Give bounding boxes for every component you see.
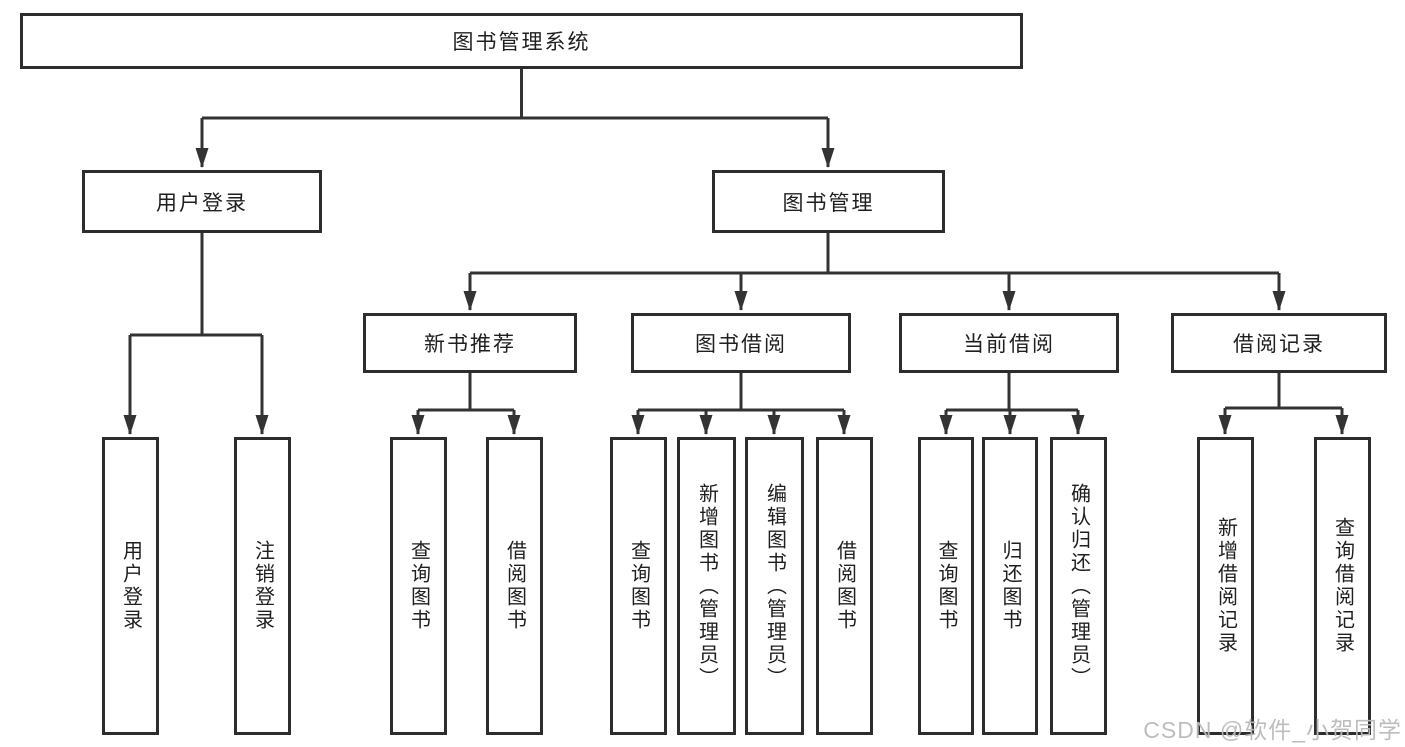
node-user-login: 用户登录 <box>82 170 322 233</box>
connector-borrow-record-children <box>1218 373 1349 435</box>
leaf-bb-add-book: 新增图书（管理员） <box>677 437 736 735</box>
leaf-cb-confirm-return: 确认归还（管理员） <box>1050 437 1107 735</box>
leaf-cb-return-book: 归还图书 <box>982 437 1038 735</box>
leaf-bb-query-book: 查询图书 <box>610 437 667 735</box>
leaf-cb-query-book-label: 查询图书 <box>935 540 957 632</box>
leaf-cb-return-book-label: 归还图书 <box>999 540 1021 632</box>
node-borrow-record-label: 借阅记录 <box>1233 333 1325 356</box>
node-book-mgmt-label: 图书管理 <box>782 191 875 215</box>
leaf-bb-edit-book: 编辑图书（管理员） <box>745 437 804 735</box>
connector-root-to-level1 <box>195 69 835 168</box>
node-root-label: 图书管理系统 <box>452 31 591 54</box>
leaf-user-login-label: 用户登录 <box>119 540 142 632</box>
leaf-rec-borrow-book-label: 借阅图书 <box>503 540 526 632</box>
csdn-watermark: CSDN @软件_小贺同学 <box>1143 717 1402 743</box>
leaf-rec-query-book: 查询图书 <box>390 437 447 735</box>
node-new-book-rec-label: 新书推荐 <box>424 333 516 356</box>
node-current-borrow-label: 当前借阅 <box>963 333 1055 356</box>
leaf-logout: 注销登录 <box>234 437 291 735</box>
leaf-br-query-record: 查询借阅记录 <box>1314 437 1371 735</box>
node-book-mgmt: 图书管理 <box>712 170 945 233</box>
leaf-rec-borrow-book: 借阅图书 <box>486 437 543 735</box>
node-new-book-rec: 新书推荐 <box>363 313 577 373</box>
connector-book-borrow-children <box>631 373 851 435</box>
node-root: 图书管理系统 <box>20 13 1023 69</box>
leaf-bb-borrow-book: 借阅图书 <box>816 437 873 735</box>
leaf-bb-borrow-book-label: 借阅图书 <box>833 540 856 632</box>
connector-new-book-rec-children <box>411 373 521 435</box>
leaf-br-add-record-label: 新增借阅记录 <box>1214 517 1237 655</box>
leaf-bb-add-book-label: 新增图书（管理员） <box>695 482 718 690</box>
leaf-br-add-record: 新增借阅记录 <box>1197 437 1254 735</box>
leaf-rec-query-book-label: 查询图书 <box>407 540 430 632</box>
node-borrow-record: 借阅记录 <box>1171 313 1387 373</box>
leaf-user-login: 用户登录 <box>102 437 159 735</box>
node-book-borrow-label: 图书借阅 <box>695 333 787 356</box>
node-book-borrow: 图书借阅 <box>631 313 851 373</box>
connector-user-login-children <box>123 233 269 435</box>
connector-book-mgmt-children <box>463 233 1286 311</box>
leaf-bb-edit-book-label: 编辑图书（管理员） <box>763 482 786 690</box>
node-current-borrow: 当前借阅 <box>899 313 1119 373</box>
leaf-cb-query-book: 查询图书 <box>918 437 974 735</box>
connector-current-borrow-children <box>939 373 1085 435</box>
leaf-logout-label: 注销登录 <box>251 540 274 632</box>
leaf-br-query-record-label: 查询借阅记录 <box>1331 517 1354 655</box>
leaf-bb-query-book-label: 查询图书 <box>627 540 650 632</box>
leaf-cb-confirm-return-label: 确认归还（管理员） <box>1067 482 1090 690</box>
node-user-login-label: 用户登录 <box>156 191 248 215</box>
